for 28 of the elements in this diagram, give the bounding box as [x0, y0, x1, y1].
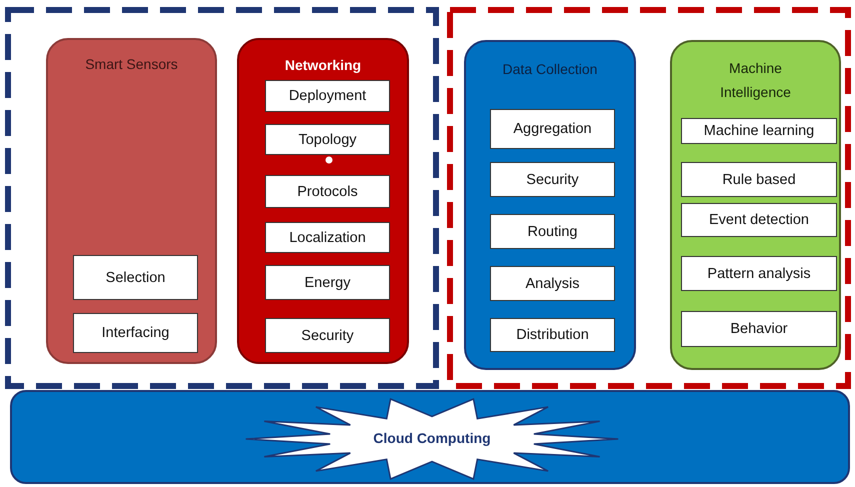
topic-box: Protocols — [265, 175, 390, 208]
category-panel — [46, 38, 217, 364]
topic-box: Behavior — [681, 311, 837, 347]
topic-box: Analysis — [490, 266, 615, 301]
topic-box: Localization — [265, 222, 390, 253]
topic-box: Distribution — [490, 318, 615, 352]
topic-box: Security — [490, 162, 615, 197]
topic-box: Rule based — [681, 162, 837, 197]
category-panel — [464, 40, 636, 370]
topic-box: Interfacing — [73, 313, 198, 353]
topic-box: Security — [265, 318, 390, 353]
topic-box: Energy — [265, 265, 390, 300]
panel-title: Smart Sensors — [84, 55, 179, 74]
category-panel — [670, 40, 841, 370]
panel-title: Machine Intelligence — [719, 59, 792, 102]
panel-title: Networking — [284, 56, 362, 75]
topic-box: Routing — [490, 214, 615, 249]
topic-box: Machine learning — [681, 118, 837, 144]
topic-box: Topology — [265, 124, 390, 155]
category-panel — [237, 38, 409, 364]
panel-title: Data Collection — [502, 60, 598, 79]
topic-box: Pattern analysis — [681, 256, 837, 291]
burst-label: Cloud Computing — [372, 430, 492, 446]
topic-box: Deployment — [265, 80, 390, 112]
topic-box: Aggregation — [490, 109, 615, 149]
topic-box: Event detection — [681, 203, 837, 237]
topic-box: Selection — [73, 255, 198, 300]
cloud-band — [10, 390, 850, 484]
